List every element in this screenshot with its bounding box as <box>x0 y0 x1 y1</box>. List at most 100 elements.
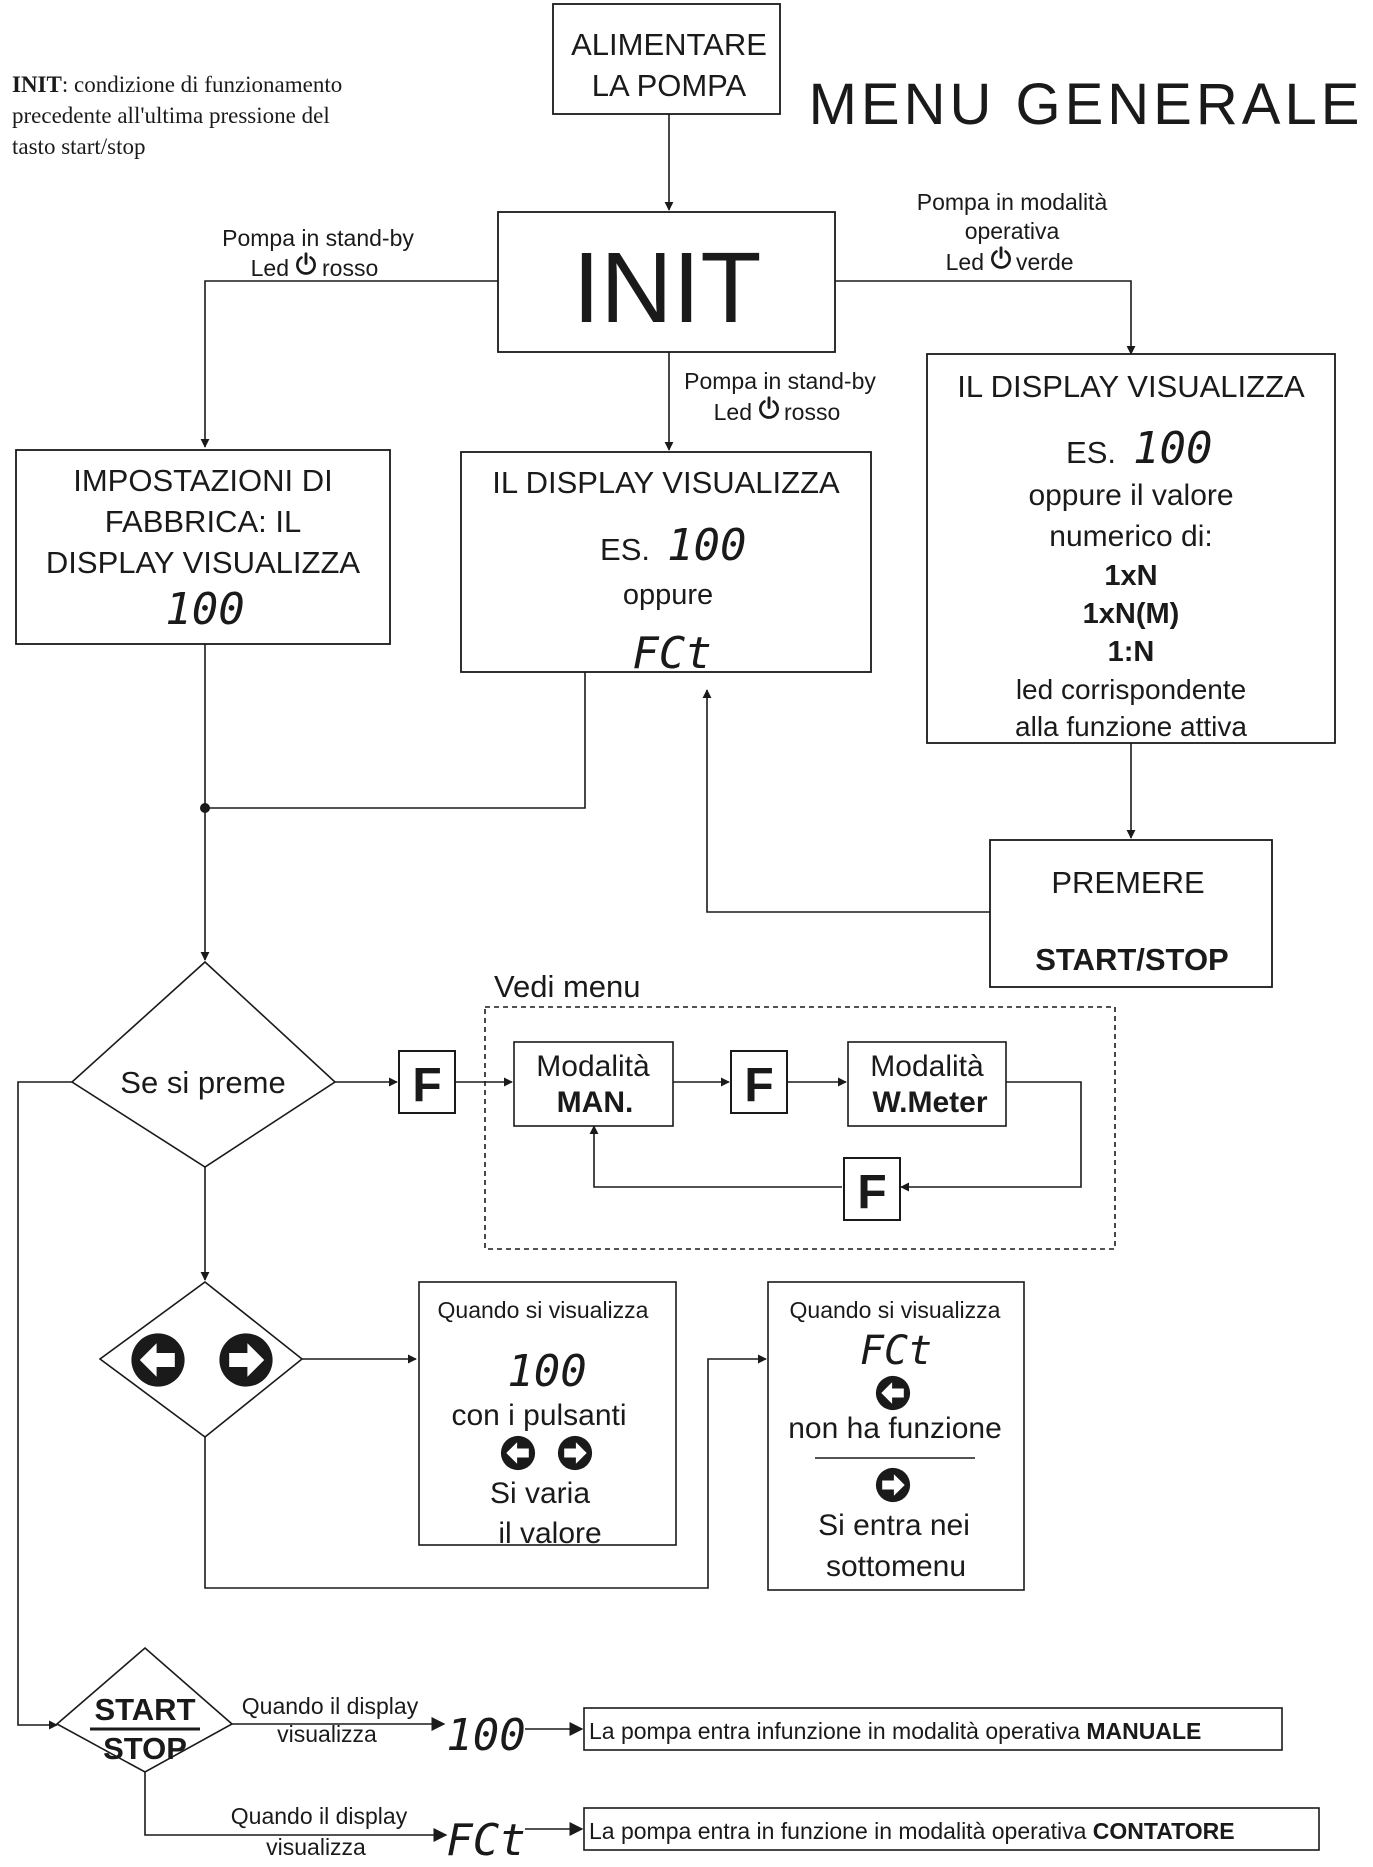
operative-option-3: 1:N <box>1108 636 1155 668</box>
menu-region <box>484 1006 1116 1250</box>
operative-example-prefix: ES. <box>1066 435 1116 470</box>
middle-branch-label: Pompa in stand-by Led rosso <box>684 368 876 425</box>
right-branch-color: verde <box>1016 249 1074 275</box>
f-key-label: F <box>857 1166 886 1219</box>
power-icon <box>295 252 317 275</box>
power-box: ALIMENTARE LA POMPA <box>552 3 781 115</box>
result-counter-text: La pompa entra in funzione in modalità o… <box>589 1818 1093 1844</box>
right-arrow-key-icon <box>557 1435 593 1471</box>
left-arrow-key-icon <box>875 1375 911 1411</box>
when-display-2-line1: Quando il display <box>231 1803 408 1829</box>
power-box-line2: LA POMPA <box>592 68 747 103</box>
when-display-2-line2: visualizza <box>266 1834 366 1860</box>
value-box-line1: Quando si visualizza <box>438 1297 649 1323</box>
factory-settings-box: IMPOSTAZIONI DI FABBRICA: IL DISPLAY VIS… <box>15 449 391 645</box>
standby-display-heading: IL DISPLAY VISUALIZZA <box>492 465 840 500</box>
standby-display-box: IL DISPLAY VISUALIZZA ES. 100 oppure FCt <box>460 451 872 679</box>
see-menu-label: Vedi menu <box>494 969 641 1004</box>
operative-line1: oppure il valore <box>1028 479 1233 512</box>
result-counter-box: La pompa entra in funzione in modalità o… <box>583 1807 1320 1851</box>
init-label: INIT <box>573 232 762 344</box>
result-manual-mode: MANUALE <box>1086 1718 1201 1744</box>
power-box-line1: ALIMENTARE <box>571 27 767 62</box>
left-arrow-key-icon <box>500 1435 536 1471</box>
junction-dot <box>200 803 210 813</box>
press-line1: PREMERE <box>1051 865 1204 900</box>
result-manual-text: La pompa entra infunzione in modalità op… <box>589 1718 1086 1744</box>
stop-label: STOP <box>103 1731 187 1766</box>
fct-box-line1: Quando si visualizza <box>790 1297 1001 1323</box>
factory-display-value: 100 <box>165 584 244 635</box>
fct-box-line3: Si entra nei <box>818 1509 970 1542</box>
operative-display-heading: IL DISPLAY VISUALIZZA <box>957 369 1305 404</box>
result-counter-mode: CONTATORE <box>1093 1818 1235 1844</box>
middle-branch-led: Led <box>714 399 752 425</box>
value-box-display: 100 <box>507 1346 586 1397</box>
page-title: MENU GENERALE <box>809 72 1364 137</box>
result-manual-box: La pompa entra infunzione in modalità op… <box>583 1707 1283 1751</box>
right-branch-label: Pompa in modalità operativa Led verde <box>917 189 1108 275</box>
press-start-stop-box: PREMERE START/STOP <box>989 839 1273 988</box>
factory-line3: DISPLAY VISUALIZZA <box>46 545 360 580</box>
f-key: F <box>730 1050 788 1114</box>
start-stop-decision: START STOP <box>55 1646 234 1773</box>
value-box-line2: con i pulsanti <box>451 1399 626 1432</box>
note-line2: precedente all'ultima pressione del <box>12 103 330 128</box>
when-display-1-value: 100 <box>446 1710 525 1761</box>
factory-line2: FABBRICA: IL <box>105 504 301 539</box>
middle-branch-color: rosso <box>784 399 840 425</box>
f-key-label: F <box>744 1059 773 1112</box>
init-box: INIT <box>497 211 836 353</box>
middle-branch-line1: Pompa in stand-by <box>684 368 876 394</box>
left-branch-led: Led <box>251 255 289 281</box>
press-line2: START/STOP <box>1035 942 1228 977</box>
when-display-2-value: FCt <box>446 1815 525 1866</box>
note-term: INIT <box>12 72 62 97</box>
right-branch-line1: Pompa in modalità <box>917 189 1108 215</box>
mode-man-line2: MAN. <box>557 1086 634 1119</box>
standby-or: oppure <box>623 579 713 611</box>
svg-text:La pompa entra infunzione in m: La pompa entra infunzione in modalità op… <box>589 1718 1201 1744</box>
note-line1: : condizione di funzionamento <box>62 72 342 97</box>
decision-arrow-keys <box>98 1280 304 1439</box>
fct-box-line4: sottomenu <box>826 1550 966 1583</box>
svg-text:La pompa entra in funzione in: La pompa entra in funzione in modalità o… <box>589 1818 1235 1844</box>
left-branch-line1: Pompa in stand-by <box>222 225 414 251</box>
standby-example-value: 100 <box>667 520 746 571</box>
mode-man-box: Modalità MAN. <box>513 1041 674 1127</box>
left-branch-color: rosso <box>322 255 378 281</box>
init-note: INIT: condizione di funzionamento preced… <box>12 72 342 159</box>
mode-wmeter-box: Modalità W.Meter <box>847 1041 1007 1127</box>
operative-option-2: 1xN(M) <box>1083 598 1180 630</box>
start-label: START <box>94 1692 195 1727</box>
standby-alt-value: FCt <box>632 628 711 679</box>
mode-wmeter-line1: Modalità <box>870 1050 984 1083</box>
note-line3: tasto start/stop <box>12 134 146 159</box>
value-box-line4: il valore <box>498 1517 601 1550</box>
right-arrow-key-icon <box>875 1467 911 1503</box>
when-display-1-line1: Quando il display <box>242 1693 419 1719</box>
factory-line1: IMPOSTAZIONI DI <box>73 463 333 498</box>
f-key-label: F <box>412 1059 441 1112</box>
fct-box-display: FCt <box>860 1328 932 1374</box>
mode-man-line1: Modalità <box>536 1050 650 1083</box>
arrows-value-box: Quando si visualizza 100 con i pulsanti … <box>418 1281 677 1550</box>
right-branch-line2: operativa <box>965 218 1060 244</box>
decision-press-label: Se si preme <box>120 1065 285 1100</box>
arrows-fct-box: Quando si visualizza FCt non ha funzione… <box>767 1281 1025 1591</box>
operative-example-value: 100 <box>1133 423 1212 474</box>
operative-option-1: 1xN <box>1104 560 1157 592</box>
left-arrow-key-icon <box>131 1333 185 1387</box>
right-arrow-key-icon <box>219 1333 273 1387</box>
svg-text:INIT: condizione di funzioname: INIT: condizione di funzionamento <box>12 72 342 97</box>
power-icon <box>758 396 780 419</box>
right-branch-led: Led <box>946 249 984 275</box>
operative-line2: numerico di: <box>1049 520 1212 553</box>
decision-press: Se si preme <box>70 960 337 1168</box>
standby-example-prefix: ES. <box>600 532 650 567</box>
operative-display-box: IL DISPLAY VISUALIZZA ES. 100 oppure il … <box>926 353 1336 744</box>
power-icon <box>990 246 1012 269</box>
left-branch-label: Pompa in stand-by Led rosso <box>222 225 414 281</box>
mode-wmeter-line2: W.Meter <box>872 1086 987 1119</box>
